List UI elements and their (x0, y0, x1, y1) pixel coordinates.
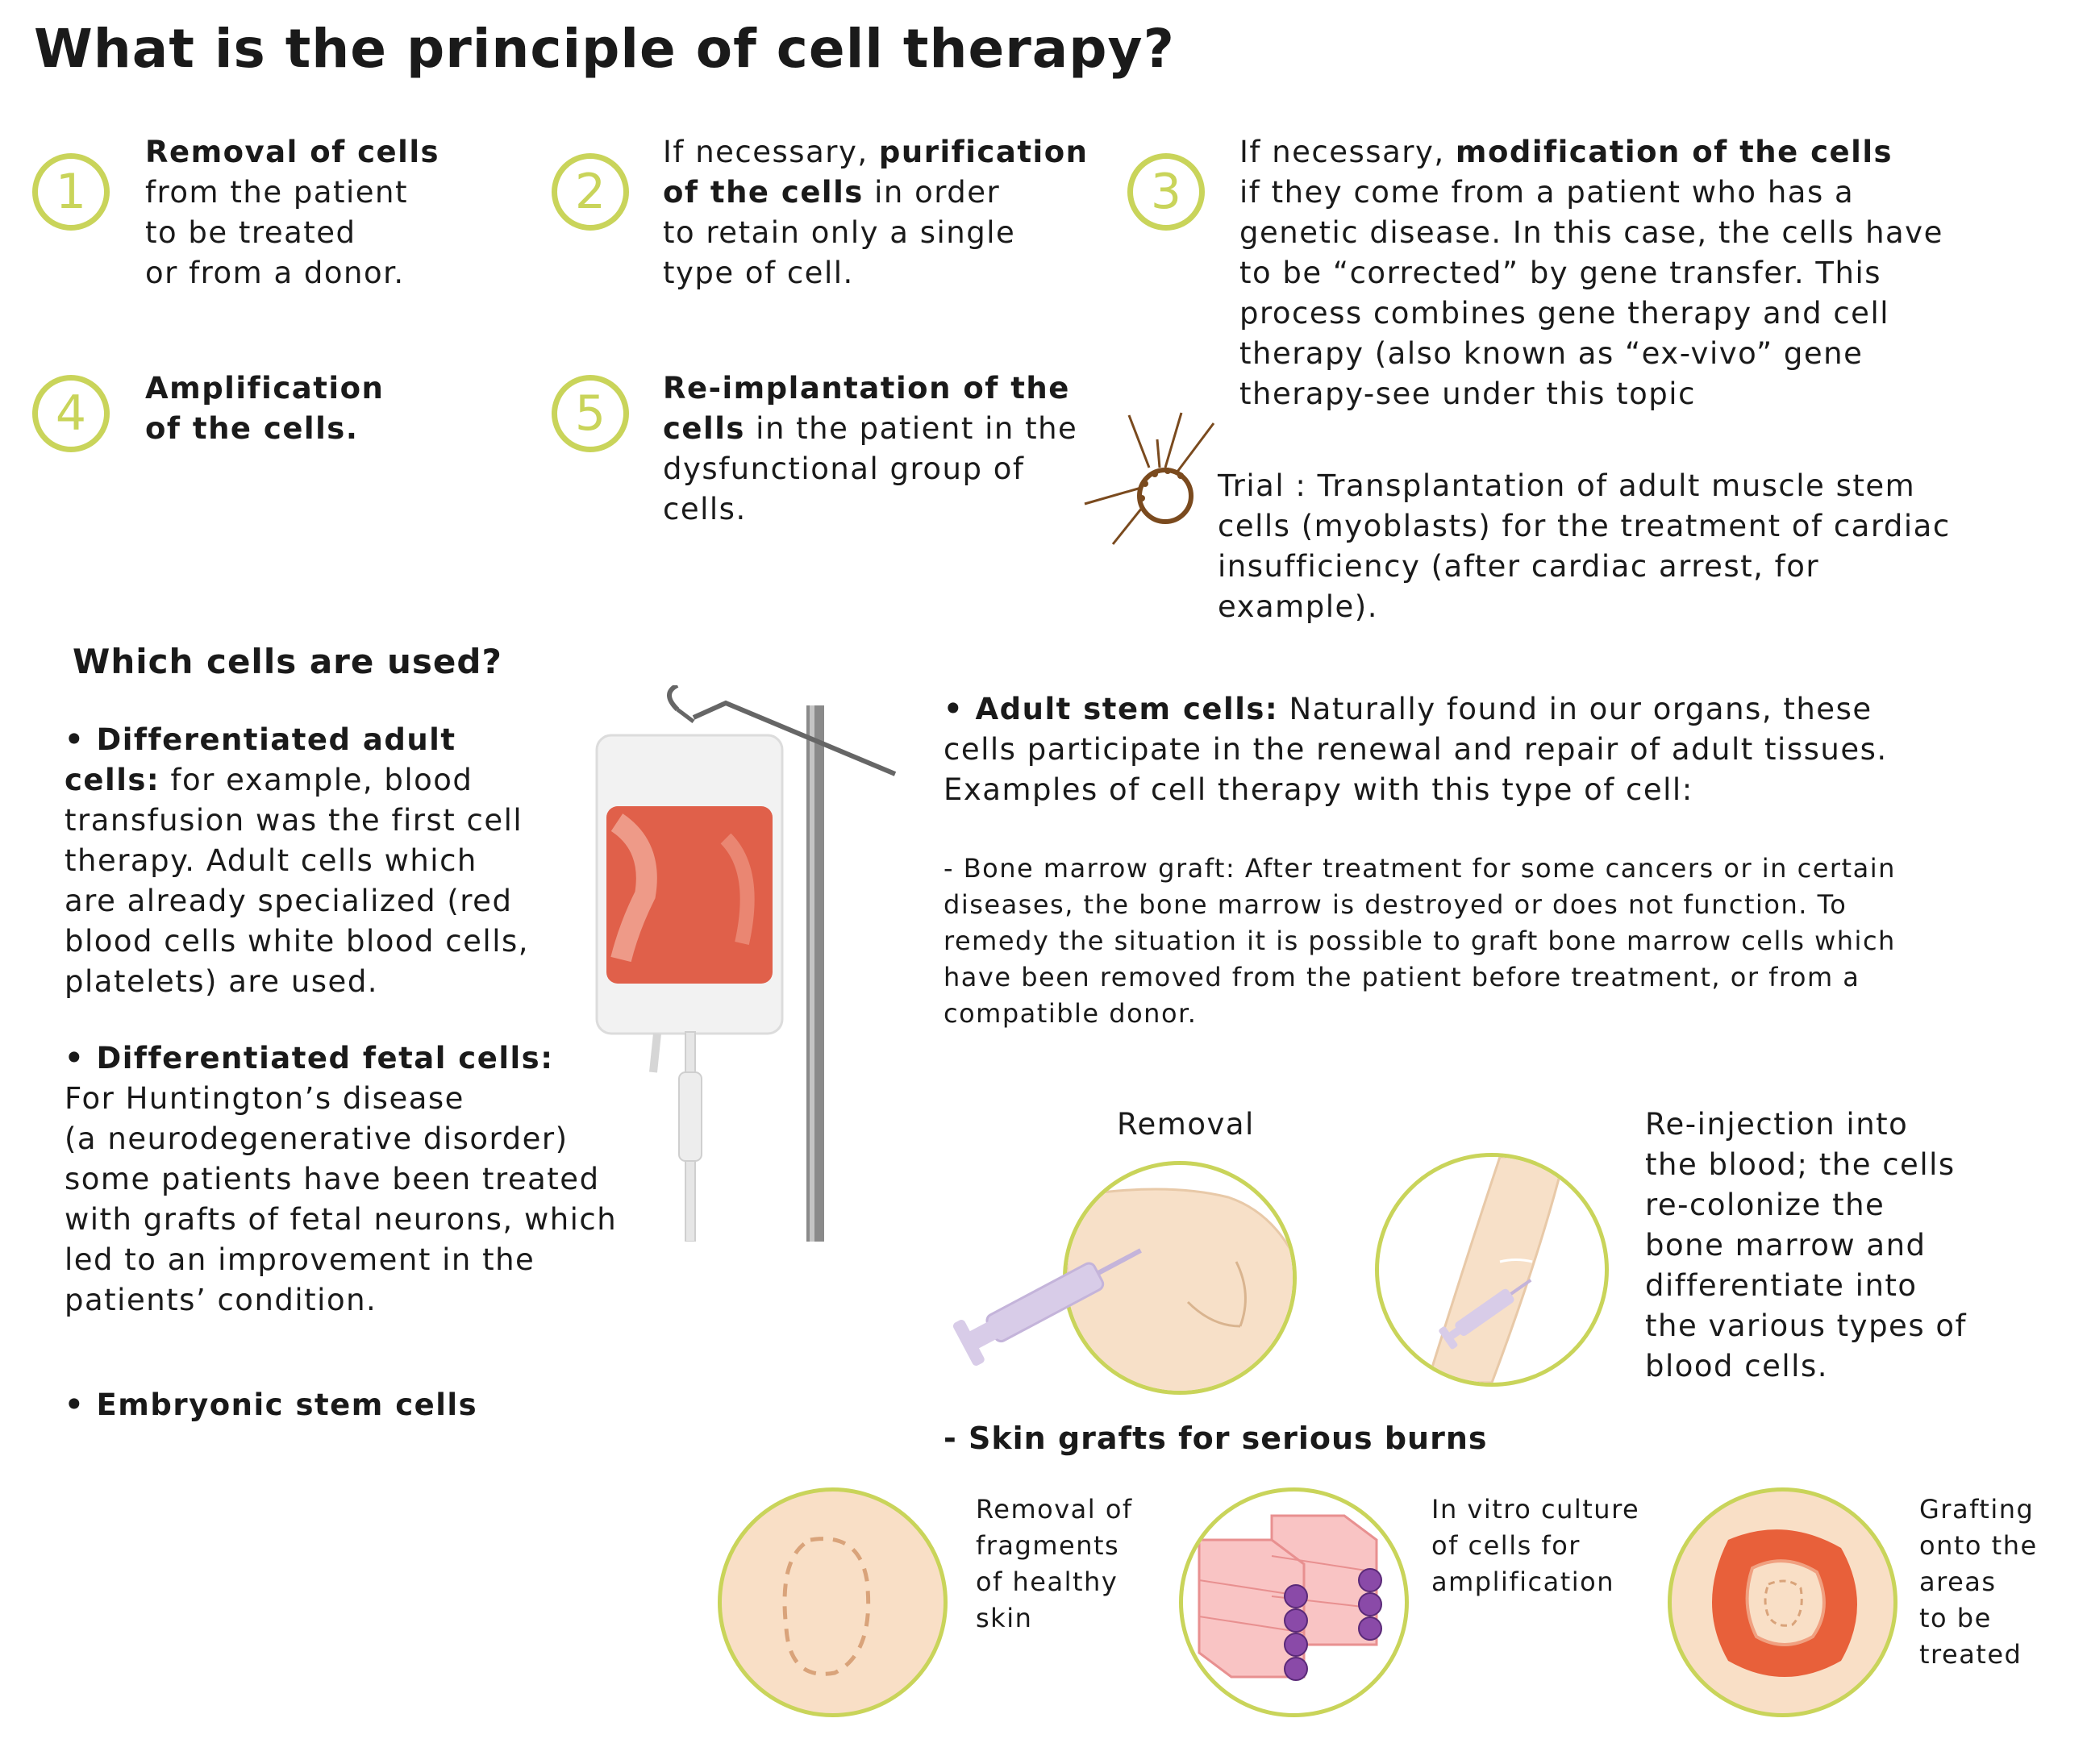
reinjection-arm-circle (1375, 1153, 1609, 1387)
syringe-icon (952, 1248, 1142, 1366)
skin-fragment-illustration (782, 1537, 871, 1676)
step-1-text: Removal of cells from the patient to be … (145, 132, 439, 293)
step-2-bold: purification of the cells (663, 135, 1089, 210)
diff-fetal-rest: For Huntington’s disease (a neurodegener… (65, 1081, 618, 1317)
step-2-text: If necessary, purification of the cells … (663, 132, 1088, 293)
embryonic-text: • Embryonic stem cells (65, 1385, 477, 1425)
skin-step-3-text: Grafting onto the areas to be treated (1919, 1494, 2038, 1670)
step-2-number: 2 (552, 153, 629, 231)
step-3-number: 3 (1127, 153, 1205, 231)
blood-bag-illustration (595, 685, 897, 1242)
step-3-bold: modification of the cells (1455, 135, 1893, 169)
step-4-text: Amplification of the cells. (145, 368, 384, 449)
step-1-bold: Removal of cells (145, 135, 440, 169)
removal-label: Removal (1117, 1107, 1255, 1142)
grafting-circle (1668, 1487, 1897, 1717)
skin-step-2-text: In vitro culture of cells for amplificat… (1431, 1494, 1640, 1597)
adult-stem-text: • Adult stem cells: Naturally found in o… (944, 689, 1888, 810)
bone-marrow-text: - Bone marrow graft: After treatment for… (944, 853, 1896, 1029)
step-4-number: 4 (32, 375, 110, 452)
skin-grafts-heading: - Skin grafts for serious burns (944, 1421, 1488, 1456)
skin-step-1-text: Removal of fragments of healthy skin (976, 1494, 1133, 1633)
step-3-pre: If necessary, (1239, 135, 1456, 169)
diff-fetal-bold: • Differentiated fetal cells: (65, 1041, 554, 1075)
adult-stem-rest: Naturally found in our organs, these cel… (944, 692, 1888, 807)
burn-graft-illustration (1712, 1529, 1857, 1677)
step-4-bold: Amplification of the cells. (145, 371, 385, 446)
step-1-number: 1 (32, 153, 110, 231)
culture-flasks-illustration (1198, 1514, 1382, 1681)
reinjection-text: Re-injection into the blood; the cells r… (1645, 1107, 1968, 1383)
diff-adult-text: • Differentiated adult cells: for exampl… (65, 720, 529, 1002)
step-3-rest: if they come from a patient who has a ge… (1239, 175, 1943, 411)
step-1-rest: from the patient to be treated or from a… (145, 175, 409, 290)
step-3-text: If necessary, modification of the cells … (1239, 132, 1943, 414)
step-5-text: Re-implantation of the cells in the pati… (663, 368, 1077, 530)
culture-circle (1179, 1487, 1409, 1717)
trial-text: Trial : Transplantation of adult muscle … (1218, 468, 1951, 624)
diff-adult-rest: for example, blood transfusion was the f… (65, 763, 530, 999)
step-5-number: 5 (552, 375, 629, 452)
step-5-bold: Re-implantation of the cells (663, 371, 1070, 446)
step-5-rest: in the patient in the dysfunctional grou… (663, 411, 1078, 526)
step-2-pre: If necessary, (663, 135, 879, 169)
small-syringe-icon (1439, 1279, 1532, 1350)
step-2-rest: in order to retain only a single type of… (663, 175, 1016, 290)
heart-trial-icon (1084, 412, 1215, 545)
adult-stem-bold: • Adult stem cells: (944, 692, 1279, 726)
embryonic-bold: • Embryonic stem cells (65, 1387, 478, 1422)
skin-removal-circle (718, 1487, 948, 1717)
diff-fetal-text: • Differentiated fetal cells: For Huntin… (65, 1038, 617, 1321)
hip-illustration (1067, 1188, 1293, 1391)
diff-adult-bold: • Differentiated adult cells: (65, 722, 456, 797)
page-title: What is the principle of cell therapy? (34, 18, 1175, 80)
which-cells-heading: Which cells are used? (73, 642, 502, 681)
